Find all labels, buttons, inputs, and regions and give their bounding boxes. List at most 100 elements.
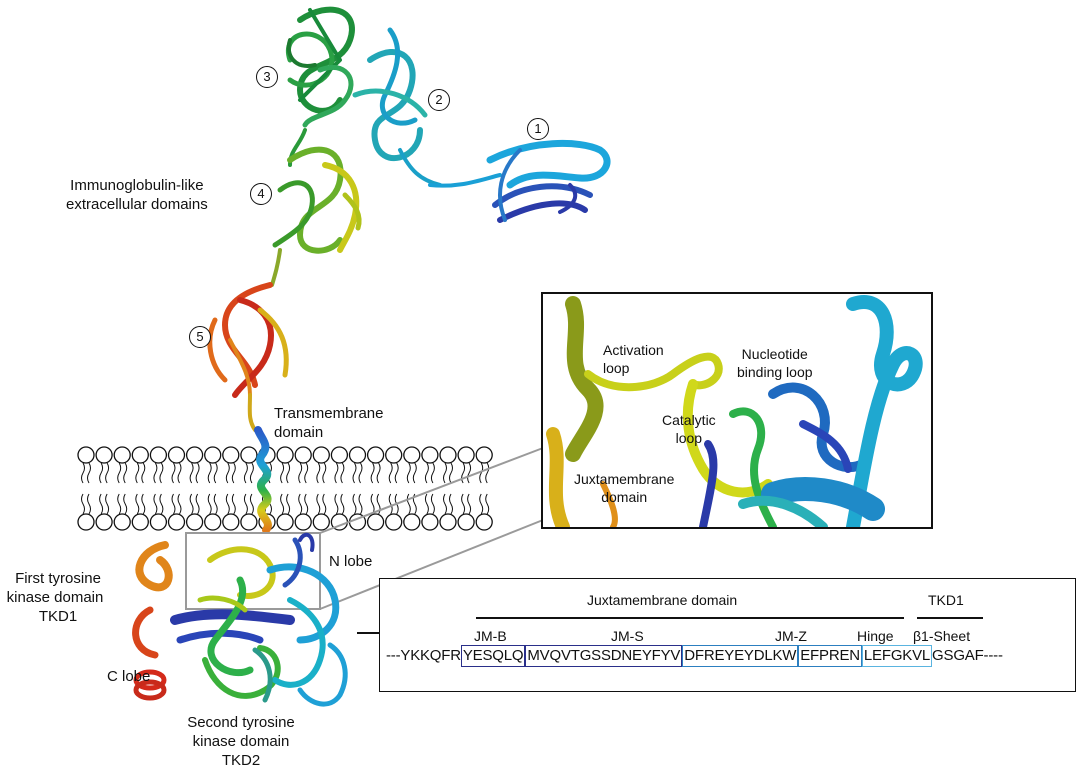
lipid-head — [294, 446, 312, 464]
lipid-tail — [406, 462, 411, 484]
tkd2-label-line1: Second tyrosine — [187, 714, 295, 731]
jms-label: JM-S — [611, 628, 644, 644]
lipid-head — [167, 513, 186, 531]
lipid-tail — [231, 493, 236, 515]
ig-domain-5-ribbon — [207, 282, 289, 432]
lipid-tail — [352, 462, 357, 484]
lipid-bilayer — [77, 446, 493, 531]
lipid-tail — [479, 462, 484, 484]
lipid-head — [421, 513, 439, 531]
lipid-tail — [304, 462, 309, 484]
lipid-tail — [298, 462, 303, 484]
lipid-head — [385, 513, 403, 531]
lipid-tail — [286, 493, 291, 515]
tkd2-label-line3: TKD2 — [221, 752, 261, 769]
domain-number-2: 2 — [428, 89, 450, 111]
hinge-label: Hinge — [857, 628, 894, 644]
zoom-region-box — [185, 532, 321, 610]
lipid-tail — [87, 462, 91, 484]
lipid-tail — [213, 462, 218, 484]
lipid-tail — [286, 462, 291, 484]
lipid-head — [439, 513, 457, 531]
lipid-head — [167, 446, 186, 464]
lipid-tail — [430, 493, 435, 515]
lipid-tail — [316, 462, 321, 484]
ig-domain-2-ribbon — [352, 27, 442, 187]
lipid-tail — [87, 493, 91, 515]
nucleotide-loop-line2: binding loop — [737, 364, 813, 380]
lipid-tail — [322, 462, 327, 484]
c-lobe-label: C lobe — [107, 668, 151, 685]
seq-b1-sheet: LEFGKVL — [861, 645, 933, 667]
lipid-tail — [105, 493, 110, 515]
ig-domain-4-ribbon — [270, 128, 362, 287]
lipid-head — [185, 446, 204, 464]
kinase-domain-ribbon — [132, 532, 348, 707]
transmembrane-helix — [254, 426, 272, 534]
seq-jms: MVQVTGSSDNEYFYV — [525, 645, 683, 667]
nucleotide-loop-label: Nucleotide binding loop — [737, 345, 813, 381]
seq-suffix: GSGAF---- — [932, 647, 1003, 664]
lipid-tail — [352, 493, 357, 515]
jmb-label: JM-B — [474, 628, 507, 644]
lipid-head — [204, 513, 222, 531]
lipid-head — [421, 446, 439, 464]
lipid-head — [240, 513, 258, 531]
domain-number-4: 4 — [250, 183, 272, 205]
lipid-head — [385, 446, 403, 464]
tkd1-label-line2: kinase domain — [6, 589, 104, 606]
lipid-tail — [105, 462, 110, 484]
domain-number-1: 1 — [527, 118, 549, 140]
lipid-tail — [485, 462, 490, 484]
inset-structure-view — [546, 295, 923, 527]
lipid-head — [95, 446, 113, 464]
lipid-tail — [280, 462, 285, 484]
lipid-tail — [388, 462, 393, 484]
lipid-head — [366, 446, 385, 464]
zoom-connector-top — [319, 447, 544, 534]
lipid-tail — [334, 493, 339, 515]
lipid-tail — [249, 462, 254, 484]
lipid-tail — [99, 462, 104, 484]
lipid-head — [439, 446, 457, 464]
lipid-head — [113, 513, 131, 531]
tkd1-label-line3: TKD1 — [38, 608, 78, 625]
lipid-tail — [412, 462, 417, 484]
lipid-head — [131, 446, 149, 464]
tkd1-header: TKD1 — [928, 592, 964, 608]
lipid-tail — [153, 462, 158, 484]
lipid-tail — [99, 493, 104, 515]
lipid-head — [475, 446, 493, 464]
lipid-tail — [280, 493, 285, 515]
juxtamembrane-line2: domain — [601, 489, 648, 505]
jmz-label: JM-Z — [775, 628, 807, 644]
ig-domains-label-line1: Immunoglobulin-like — [70, 177, 204, 194]
jm-domain-bracket — [476, 617, 904, 619]
activation-loop-label: Activation loop — [603, 341, 664, 377]
lipid-tail — [171, 493, 176, 515]
seq-hinge: EFPREN — [798, 645, 862, 667]
activation-loop-line2: loop — [603, 360, 630, 376]
lipid-head — [77, 446, 95, 464]
lipid-tail — [117, 462, 122, 484]
lipid-head — [366, 513, 385, 531]
transmembrane-label-line1: Transmembrane — [274, 405, 384, 422]
lipid-tail — [117, 493, 122, 515]
ig-domain-3-ribbon — [285, 6, 355, 128]
lipid-tail — [153, 493, 158, 515]
lipid-tail — [81, 462, 85, 484]
zoom-inset-panel: Activation loop Nucleotide binding loop … — [541, 292, 933, 529]
juxtamembrane-label: Juxtamembrane domain — [574, 470, 674, 506]
lipid-head — [312, 446, 330, 464]
transmembrane-label-line2: domain — [274, 424, 324, 441]
lipid-head — [77, 513, 95, 531]
lipid-tail — [388, 493, 393, 515]
lipid-tail — [467, 462, 472, 484]
lipid-tail — [340, 493, 345, 515]
lipid-head — [222, 446, 240, 464]
activation-loop-line1: Activation — [603, 342, 664, 358]
sequence-connector — [357, 632, 379, 634]
lipid-tail — [177, 462, 182, 484]
catalytic-loop-line1: Catalytic — [662, 412, 716, 428]
